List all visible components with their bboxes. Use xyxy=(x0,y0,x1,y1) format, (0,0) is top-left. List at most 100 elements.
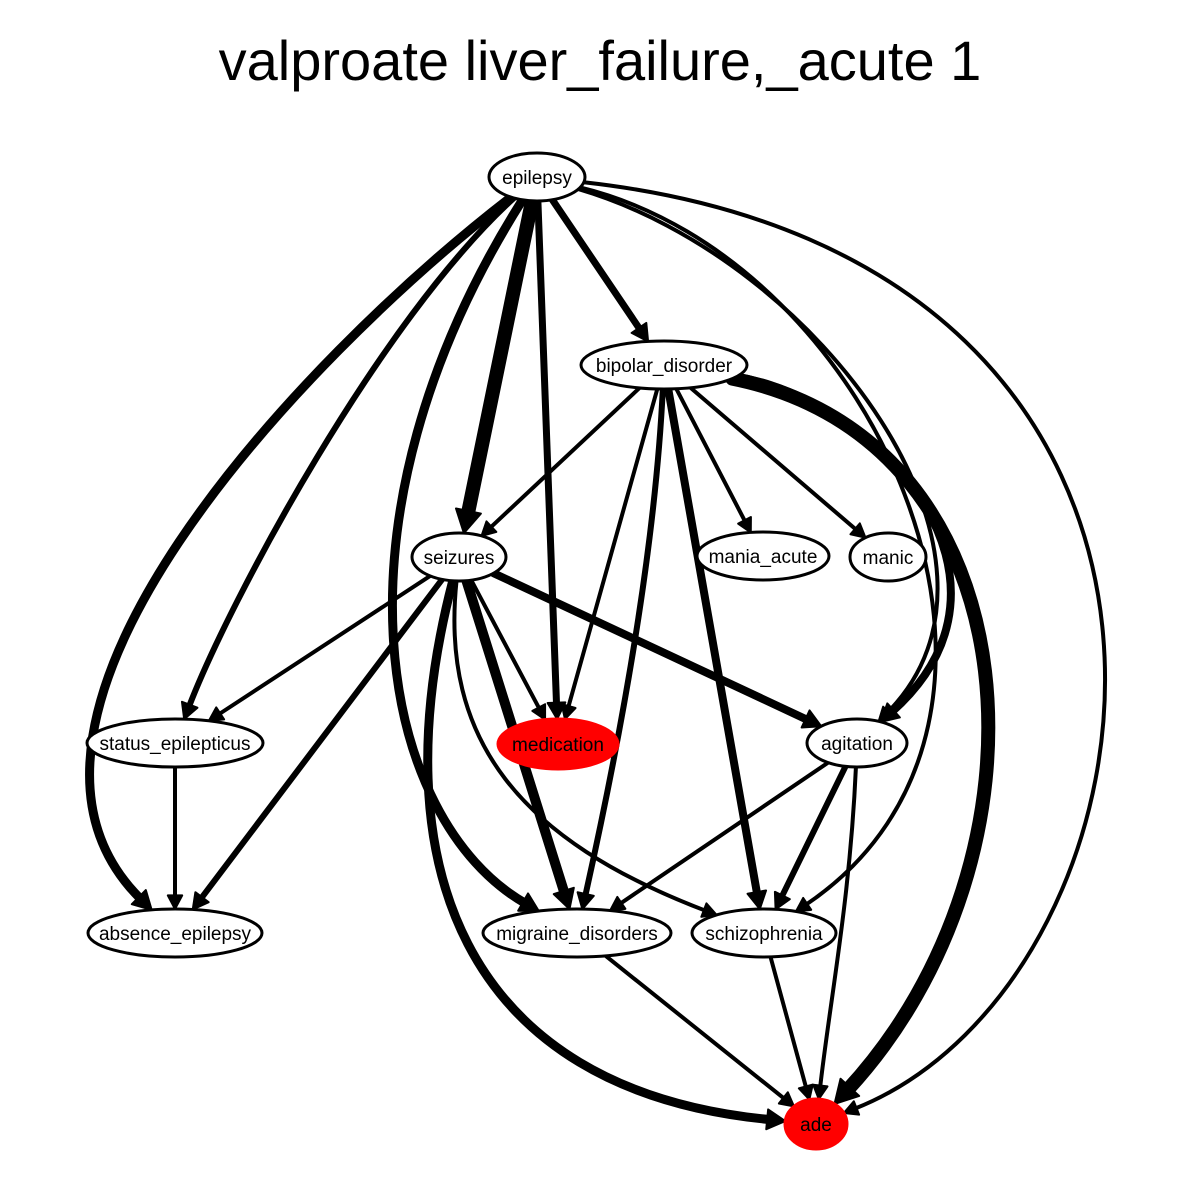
node-label: manic xyxy=(863,548,914,569)
edge-line xyxy=(460,193,540,522)
edge-line xyxy=(216,573,433,717)
node-label: migraine_disorders xyxy=(496,924,658,945)
edge-arrowhead xyxy=(609,895,627,912)
edge-line xyxy=(581,180,1107,1111)
node-label: agitation xyxy=(821,734,893,755)
edge-arrowhead xyxy=(560,703,577,721)
edge-line xyxy=(469,578,542,712)
edge-line xyxy=(487,385,642,531)
edge-seizures-to-schizophrenia xyxy=(452,578,718,918)
node-label: ade xyxy=(800,1115,832,1136)
node-shape xyxy=(481,907,673,959)
edge-seizures-to-status_epilepticus xyxy=(207,573,433,722)
edge-arrowhead xyxy=(207,706,226,722)
edge-epilepsy-to-medication xyxy=(534,197,567,721)
edge-epilepsy-to-seizures xyxy=(455,193,540,535)
edge-line xyxy=(197,576,446,903)
node-label: schizophrenia xyxy=(705,924,823,945)
edge-arrowhead xyxy=(849,522,867,539)
edge-arrowhead xyxy=(812,1083,829,1101)
edge-line xyxy=(489,569,812,725)
edge-arrowhead xyxy=(777,1091,795,1108)
node-status_epilepticus: status_epilepticus xyxy=(85,717,265,769)
edge-arrowhead xyxy=(833,1077,861,1105)
node-mania_acute: mania_acute xyxy=(695,530,831,582)
edge-line xyxy=(85,192,516,904)
edge-arrowhead xyxy=(480,520,498,537)
node-medication: medication xyxy=(496,717,620,771)
node-ade: ade xyxy=(783,1097,849,1151)
node-shape xyxy=(848,531,928,583)
edge-line xyxy=(664,384,762,899)
edge-arrowhead xyxy=(773,890,791,911)
edge-arrowhead xyxy=(700,902,718,918)
node-shape xyxy=(805,717,909,769)
edge-arrowhead xyxy=(552,886,575,911)
edge-line xyxy=(688,385,859,533)
node-schizophrenia: schizophrenia xyxy=(690,907,838,959)
edge-arrowhead xyxy=(166,894,184,910)
edge-arrowhead xyxy=(746,889,768,911)
edge-arrowhead xyxy=(630,321,650,343)
edge-arrowhead xyxy=(800,709,823,729)
edge-arrowhead xyxy=(765,1108,787,1131)
node-shape xyxy=(85,717,265,769)
edge-agitation-to-schizophrenia xyxy=(773,763,849,911)
node-manic: manic xyxy=(848,531,928,583)
node-shape xyxy=(487,151,587,203)
edge-bipolar_disorder-to-manic xyxy=(688,385,867,539)
edge-agitation-to-ade xyxy=(812,764,858,1101)
node-shape xyxy=(579,339,749,391)
edge-line xyxy=(578,185,938,908)
edge-arrowhead xyxy=(191,891,210,911)
edge-epilepsy-to-ade xyxy=(581,180,1107,1116)
edge-bipolar_disorder-to-mania_acute xyxy=(674,386,752,534)
edge-agitation-to-migraine_disorders xyxy=(609,760,831,912)
node-layer: epilepsy bipolar_disorder seizures mania_ac… xyxy=(85,151,928,1151)
node-label: absence_epilepsy xyxy=(99,924,252,945)
node-shape xyxy=(496,717,620,771)
node-bipolar_disorder: bipolar_disorder xyxy=(579,339,749,391)
edge-seizures-to-medication xyxy=(469,578,547,721)
edge-line xyxy=(603,953,787,1102)
node-seizures: seizures xyxy=(410,531,508,583)
edge-arrowhead xyxy=(737,516,752,534)
edge-line xyxy=(185,195,517,710)
edge-line xyxy=(582,385,666,900)
edge-line xyxy=(818,764,858,1090)
edge-line xyxy=(534,197,561,709)
edge-line xyxy=(725,371,996,1097)
node-label: epilepsy xyxy=(502,168,572,189)
edge-arrowhead xyxy=(576,891,595,911)
node-label: seizures xyxy=(424,548,495,569)
node-agitation: agitation xyxy=(805,717,909,769)
node-shape xyxy=(690,907,838,959)
edge-line xyxy=(452,578,708,913)
edge-arrowhead xyxy=(180,700,199,721)
edge-arrowhead xyxy=(879,702,901,723)
edge-arrowhead xyxy=(455,507,482,535)
edge-epilepsy-to-status_epilepticus xyxy=(180,195,517,721)
node-label: medication xyxy=(512,735,604,756)
edge-bipolar_disorder-to-seizures xyxy=(480,385,642,537)
edge-status_epilepticus-to-absence_epilepsy xyxy=(166,765,184,910)
edge-line xyxy=(566,386,660,711)
edge-arrowhead xyxy=(797,1083,814,1101)
edge-epilepsy-to-absence_epilepsy xyxy=(85,192,516,911)
edge-arrowhead xyxy=(842,1100,861,1116)
node-label: mania_acute xyxy=(709,547,818,568)
edge-bipolar_disorder-to-medication xyxy=(560,386,660,721)
node-absence_epilepsy: absence_epilepsy xyxy=(86,907,264,959)
edge-layer xyxy=(85,180,1107,1131)
edge-bipolar_disorder-to-ade xyxy=(725,371,996,1105)
edge-seizures-to-agitation xyxy=(489,569,823,729)
edge-bipolar_disorder-to-schizophrenia xyxy=(664,384,768,911)
node-epilepsy: epilepsy xyxy=(487,151,587,203)
node-shape xyxy=(695,530,831,582)
node-shape xyxy=(783,1097,849,1151)
edge-line xyxy=(617,760,831,907)
node-migraine_disorders: migraine_disorders xyxy=(481,907,673,959)
edge-line xyxy=(768,954,809,1091)
edge-line xyxy=(423,576,775,1125)
